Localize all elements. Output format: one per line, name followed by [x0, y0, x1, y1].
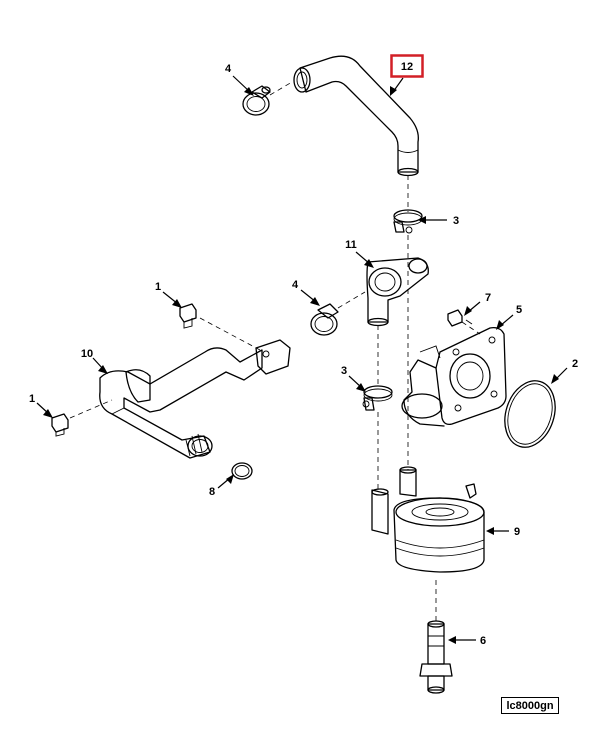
assembly-lines	[69, 81, 481, 622]
callout-8[interactable]: 8	[209, 486, 215, 498]
callout-2[interactable]: 2	[572, 358, 578, 370]
callout-7[interactable]: 7	[485, 292, 491, 304]
callout-leaders	[36, 75, 568, 644]
callout-3-upper[interactable]: 3	[453, 215, 459, 227]
callout-12-highlight-box	[390, 54, 424, 78]
gasket-part-2	[504, 380, 556, 448]
figure-id-label: lc8000gn	[501, 697, 559, 714]
callout-1-lower[interactable]: 1	[29, 393, 35, 405]
callout-1-upper[interactable]: 1	[155, 281, 161, 293]
hose-clamp-part-3-upper	[393, 209, 423, 234]
bolt-part-7	[447, 309, 473, 327]
hose-part-11	[366, 257, 429, 327]
o-ring-part-8	[231, 462, 253, 480]
hose-part-12	[293, 55, 419, 177]
callout-11[interactable]: 11	[345, 239, 357, 251]
callout-5[interactable]: 5	[516, 304, 522, 316]
callout-4-upper[interactable]: 4	[225, 63, 232, 75]
housing-part-5	[401, 326, 507, 427]
fitting-part-6	[419, 620, 453, 694]
oil-cooler-part-9	[371, 466, 485, 573]
hose-clamp-part-4-middle	[310, 303, 339, 336]
callout-12[interactable]: 12	[401, 61, 413, 73]
bolt-part-1-lower	[51, 413, 69, 437]
callout-labels: 12 4 3 11 1 4 7 5 2 10 3 1 8 9 6	[29, 61, 578, 647]
callout-10[interactable]: 10	[81, 348, 93, 360]
hose-clamp-part-3-lower	[362, 385, 393, 411]
callout-4-middle[interactable]: 4	[292, 279, 299, 291]
callout-6[interactable]: 6	[480, 635, 486, 647]
hose-clamp-part-4-upper	[242, 85, 271, 116]
callout-9[interactable]: 9	[514, 526, 520, 538]
pipe-part-10	[99, 339, 291, 459]
callout-3-lower[interactable]: 3	[341, 365, 347, 377]
bolt-part-1-upper	[179, 303, 197, 329]
